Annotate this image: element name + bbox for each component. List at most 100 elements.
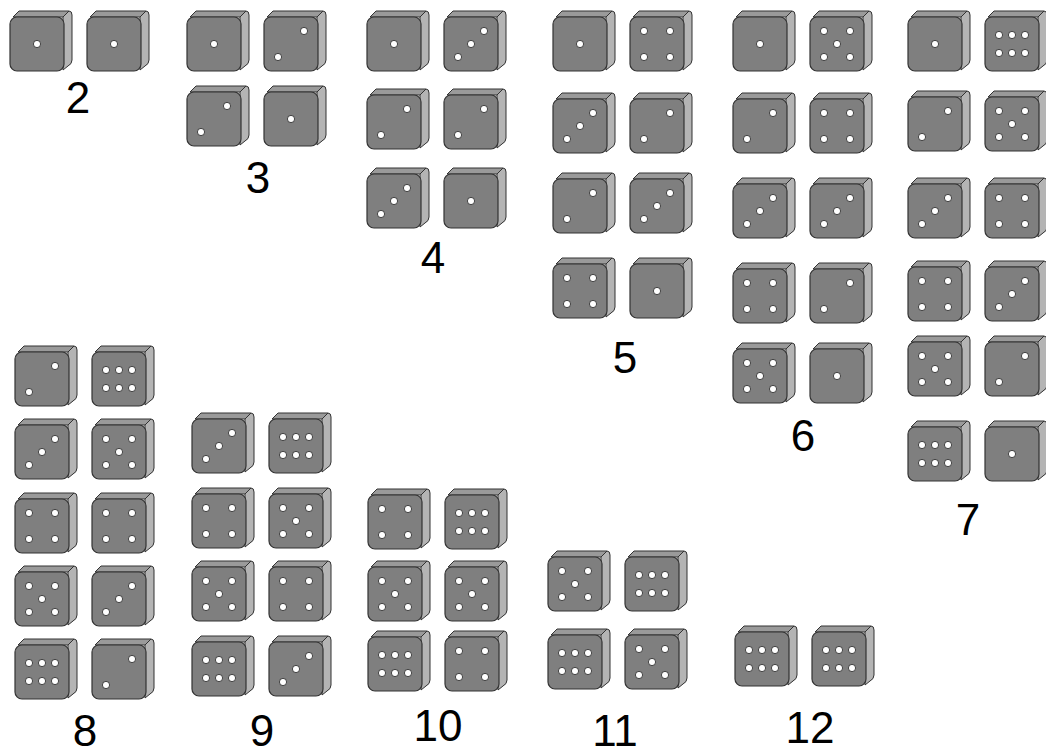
die-face: [810, 184, 864, 238]
die-pip: [1008, 120, 1015, 127]
die-pip: [279, 678, 286, 685]
die-face: [810, 269, 864, 323]
die-pip: [558, 667, 565, 674]
die-face: [733, 99, 787, 153]
die: [269, 636, 331, 696]
die: [15, 493, 77, 553]
die-pip: [944, 107, 951, 114]
die-top: [18, 419, 74, 425]
die: [908, 178, 970, 238]
die-face: [625, 635, 679, 689]
die-top: [272, 561, 328, 567]
die-pip: [25, 677, 32, 684]
die-pip: [455, 577, 462, 584]
die-face: [630, 17, 684, 71]
die: [367, 89, 429, 149]
die: [733, 178, 795, 238]
die-face: [92, 425, 146, 479]
die-pip: [1021, 49, 1028, 56]
die-pip: [743, 385, 750, 392]
die: [368, 631, 430, 691]
sum-label: 3: [246, 156, 270, 200]
die-face: [444, 17, 498, 71]
die-pip: [944, 352, 951, 359]
die-pip: [661, 645, 668, 652]
die-pip: [995, 220, 1002, 227]
die: [908, 91, 970, 151]
die-pip: [1021, 107, 1028, 114]
die-pip: [404, 577, 411, 584]
sum-label: 7: [956, 498, 980, 542]
die-pip: [833, 207, 840, 214]
die-pip: [846, 109, 853, 116]
die-top: [371, 631, 427, 637]
die-pip: [404, 669, 411, 676]
die-pip: [468, 527, 475, 534]
die-pip: [481, 509, 488, 516]
die-face: [445, 567, 499, 621]
die-top: [988, 11, 1044, 17]
die-pip: [771, 646, 778, 653]
die-face: [15, 572, 69, 626]
die-pip: [128, 384, 135, 391]
die-face: [269, 567, 323, 621]
sum-label: 2: [66, 76, 90, 120]
die-pip: [931, 441, 938, 448]
die-face: [444, 174, 498, 228]
die: [367, 11, 429, 71]
die-face: [985, 17, 1039, 71]
die-pip: [228, 429, 235, 436]
die-pip: [931, 40, 938, 47]
die-pip: [215, 674, 222, 681]
die-pip: [584, 649, 591, 656]
die-pip: [918, 459, 925, 466]
die-pip: [944, 378, 951, 385]
die: [908, 421, 970, 481]
die-pip: [115, 366, 122, 373]
die-pip: [378, 651, 385, 658]
die-face: [908, 17, 962, 71]
die-top: [556, 11, 612, 17]
die: [985, 178, 1046, 238]
die-face: [735, 632, 789, 686]
die-pip: [846, 279, 853, 286]
die-pip: [202, 603, 209, 610]
die-pip: [666, 189, 673, 196]
die-pip: [635, 571, 642, 578]
die-pip: [38, 448, 45, 455]
die-pip: [745, 664, 752, 671]
die-pip: [390, 40, 397, 47]
die-pip: [102, 509, 109, 516]
die-face: [264, 92, 318, 146]
sum-label: 4: [421, 236, 445, 280]
die-pip: [918, 277, 925, 284]
die-pip: [571, 580, 578, 587]
die-pip: [228, 577, 235, 584]
die-pip: [210, 40, 217, 47]
die-face: [812, 632, 866, 686]
die: [810, 263, 872, 323]
die: [15, 566, 77, 626]
die-face: [445, 495, 499, 549]
die-face: [548, 635, 602, 689]
die-pip: [1021, 352, 1028, 359]
die-pip: [756, 207, 763, 214]
die-pip: [589, 189, 596, 196]
die-pip: [769, 109, 776, 116]
die-top: [815, 626, 871, 632]
die: [908, 261, 970, 321]
die-pip: [589, 109, 596, 116]
die-pip: [197, 128, 204, 135]
die-pip: [589, 274, 596, 281]
die-pip: [653, 202, 660, 209]
die-face: [630, 99, 684, 153]
die-face: [367, 174, 421, 228]
die-top: [371, 561, 427, 567]
die-pip: [666, 109, 673, 116]
die-pip: [995, 107, 1002, 114]
die-pip: [769, 385, 776, 392]
die-top: [370, 89, 426, 95]
die-pip: [743, 359, 750, 366]
die-pip: [25, 535, 32, 542]
die-pip: [1021, 31, 1028, 38]
